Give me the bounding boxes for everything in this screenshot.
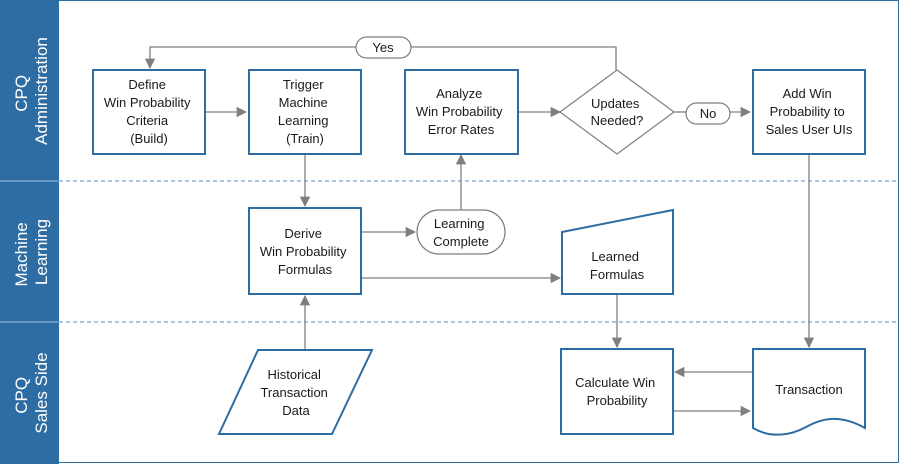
label-line: Win Probability (260, 244, 347, 259)
label-line: Learning (278, 113, 329, 128)
document-transaction (752, 348, 866, 436)
decision-updates-label: Updates Needed? (591, 96, 644, 128)
label-line: Criteria (126, 113, 169, 128)
lane-label-machine-learning: Machine Learning (12, 218, 51, 287)
label-line: Define (128, 77, 166, 92)
label-line: Probability (587, 393, 648, 408)
lane-label-cpq-sales-side: CPQ Sales Side (12, 352, 51, 433)
label-line: Historical (267, 367, 321, 382)
process-add-box (752, 69, 866, 155)
label-line: Formulas (590, 267, 645, 282)
lane-label-cpq-administration: CPQ Administration (12, 37, 51, 145)
process-analyze-box (404, 69, 519, 155)
label-line: Probability to (770, 104, 845, 119)
process-trigger-label: Trigger Machine Learning (Train) (278, 77, 332, 146)
label-line: Sales User UIs (766, 122, 853, 137)
label-line: Win Probability (416, 104, 503, 119)
decision-updates-diamond (558, 69, 676, 155)
process-define-label: Define Win Probability Criteria (Build) (104, 77, 194, 146)
manual-input-learned-formulas (561, 208, 674, 295)
lane-label-line: Sales Side (32, 352, 51, 433)
label-line: Machine (279, 95, 328, 110)
label-line: Needed? (591, 113, 644, 128)
lane-label-line: CPQ (12, 75, 31, 112)
lane-header-column (0, 0, 59, 464)
label-line: Win Probability (104, 95, 191, 110)
label-line: Learned (591, 249, 639, 264)
process-derive-box (248, 207, 362, 295)
label-line: Trigger (283, 77, 324, 92)
process-trigger-box (248, 69, 362, 155)
lane-label-line: Machine (12, 222, 31, 286)
label-line: Transaction (260, 385, 327, 400)
label-line: Formulas (278, 262, 333, 277)
label-line: Updates (591, 96, 640, 111)
data-historical-transactions (217, 349, 374, 435)
label-line: Add Win (783, 86, 832, 101)
label-line: (Build) (130, 131, 168, 146)
manual-input-learned-formulas-label: Learned Formulas (590, 249, 645, 282)
process-derive-label: Derive Win Probability Formulas (260, 226, 350, 277)
terminator-learning-complete-label: Learning Complete (433, 216, 489, 249)
process-define-box (92, 69, 206, 155)
terminator-learning-complete (416, 209, 506, 255)
process-analyze-label: Analyze Win Probability Error Rates (416, 86, 506, 137)
label-line: Derive (284, 226, 322, 241)
lane-label-line: Learning (32, 219, 51, 285)
process-add-label: Add Win Probability to Sales User UIs (766, 86, 853, 137)
process-calculate-label: Calculate Win Probability (575, 375, 659, 408)
lane-label-line: CPQ (12, 377, 31, 414)
data-historical-transactions-label: Historical Transaction Data (260, 367, 331, 418)
no-label: No (700, 106, 717, 121)
yes-label-pill (355, 36, 412, 59)
document-transaction-label: Transaction (775, 382, 842, 397)
process-calculate-box (560, 348, 674, 435)
label-line: Calculate Win (575, 375, 655, 390)
label-line: (Train) (286, 131, 324, 146)
label-line: Learning (434, 216, 485, 231)
label-line: Analyze (436, 86, 482, 101)
yes-label: Yes (372, 40, 394, 55)
no-label-pill (685, 102, 731, 125)
label-line: Data (282, 403, 310, 418)
label-line: Complete (433, 234, 489, 249)
lane-label-line: Administration (32, 37, 51, 145)
label-line: Error Rates (428, 122, 495, 137)
